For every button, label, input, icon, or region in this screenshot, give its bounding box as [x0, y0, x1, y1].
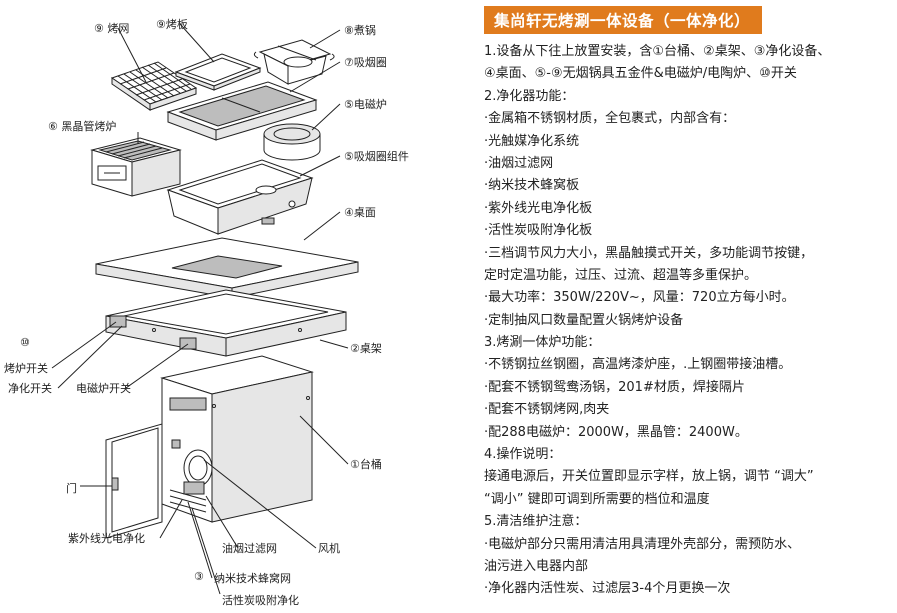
description-line: 1.设备从下往上放置安装，含①台桶、②桌架、③净化设备、 [484, 44, 831, 59]
crystal-oven-part [90, 137, 182, 197]
description-line: 定时定温功能，过压、过流、超温等多重保护。 [484, 267, 758, 283]
label-nano-honeycomb: 纳米技术蜂窝网 [214, 571, 291, 585]
label-smoke-ring-assembly: ⑤吸烟圈组件 [344, 149, 409, 163]
description-line: 油污进入电器内部 [484, 558, 589, 574]
cooking-pot-part [253, 39, 335, 85]
leader-lines [51, 23, 349, 595]
label-purifier-switch: 净化开关 [8, 381, 52, 395]
description-line: ·配套不锈钢烤网,肉夹 [484, 402, 610, 418]
description-line: ·三档调节风力大小，黑晶触摸式开关，多功能调节按键， [484, 245, 814, 261]
description-line: ·配套不锈钢鸳鸯汤锅，201#材质，焊接隔片 [484, 379, 745, 395]
label-cooking-pot: ⑧煮锅 [344, 24, 376, 37]
description-line: ·光触媒净化系统 [484, 133, 580, 149]
induction-cooker-part [263, 123, 321, 161]
tabletop-part [95, 237, 359, 299]
label-crystal-oven: ⑥ 黑晶管烤炉 [48, 119, 116, 133]
exploded-diagram: ⑨ 烤网 ⑨烤板 ⑧煮锅 ⑦吸烟圈 ⑥ 黑晶管烤炉 ⑤电磁炉 ⑤吸烟圈组件 ④桌… [4, 17, 409, 607]
label-induction-switch: 电磁炉开关 [76, 381, 131, 395]
label-activated-carbon: 活性炭吸附净化 [222, 593, 299, 607]
smoke-ring-part [166, 81, 318, 141]
table-frame-part [105, 289, 347, 357]
label-grill-net: ⑨ 烤网 [94, 21, 129, 35]
description-line: ·最大功率：350W/220V~，风量：720立方每小时。 [484, 290, 795, 306]
description-line: ·不锈钢拉丝钢圈，高温烤漆炉座，.上钢圈带接油槽。 [484, 357, 792, 373]
smoke-ring-assembly-part [166, 159, 314, 235]
description-line: ·定制抽风口数量配置火锅烤炉设备 [484, 312, 684, 328]
label-uv-purifier: 紫外线光电净化 [68, 531, 145, 545]
description-line: 接通电源后，开关位置即显示字样，放上锅，调节 “调大” [484, 469, 814, 485]
description-line: ·电磁炉部分只需用清洁用具清理外壳部分，需预防水、 [484, 536, 801, 552]
label-smoke-ring: ⑦吸烟圈 [344, 55, 387, 69]
grill-plate-part [174, 53, 262, 91]
label-oven-switch: 烤炉开关 [4, 361, 48, 375]
description-line: 4.操作说明： [484, 447, 562, 463]
description-line: ·金属箱不锈钢材质，全包裹式，内部含有： [484, 111, 736, 127]
description-line: 2.净化器功能： [484, 88, 575, 104]
description-line: “调小” 键即可调到所需要的档位和温度 [484, 491, 710, 507]
label-grill-plate: ⑨烤板 [156, 17, 188, 31]
description-line: ·紫外线光电净化板 [484, 200, 593, 216]
label-purifier-number: ③ [194, 570, 204, 583]
label-switch-number: ⑩ [20, 336, 30, 349]
description-lines: 1.设备从下往上放置安装，含①台桶、②桌架、③净化设备、 ④桌面、⑤-⑨无烟锅具五… [484, 41, 894, 601]
label-induction-cooker: ⑤电磁炉 [344, 98, 387, 111]
description-line: ·配288电磁炉：2000W，黑晶管：2400W。 [484, 424, 748, 440]
grill-net-part [110, 61, 198, 111]
description-line: ·纳米技术蜂窝板 [484, 178, 580, 194]
description-line: ④桌面、⑤-⑨无烟锅具五金件&电磁炉/电陶炉、⑩开关 [484, 66, 797, 82]
label-oil-filter: 油烟过滤网 [222, 541, 277, 555]
description-line: ·油烟过滤网 [484, 155, 554, 171]
description-line: ·活性炭吸附净化板 [484, 223, 593, 239]
label-fan: 风机 [318, 541, 340, 555]
label-cabinet: ①台桶 [350, 457, 382, 471]
title-banner: 集尚轩无烤涮一体设备（一体净化） [484, 6, 763, 34]
description-line: ·净化器内活性炭、过滤层3-4个月更换一次 [484, 581, 731, 597]
label-tabletop: ④桌面 [344, 206, 376, 219]
label-table-frame: ②桌架 [350, 342, 382, 355]
label-door: 门 [66, 481, 77, 495]
cabinet-part [105, 355, 314, 539]
description-panel: 集尚轩无烤涮一体设备（一体净化） 1.设备从下往上放置安装，含①台桶、②桌架、③… [484, 6, 894, 601]
description-line: 3.烤涮一体炉功能： [484, 335, 601, 351]
description-line: 5.清洁维护注意： [484, 514, 588, 530]
